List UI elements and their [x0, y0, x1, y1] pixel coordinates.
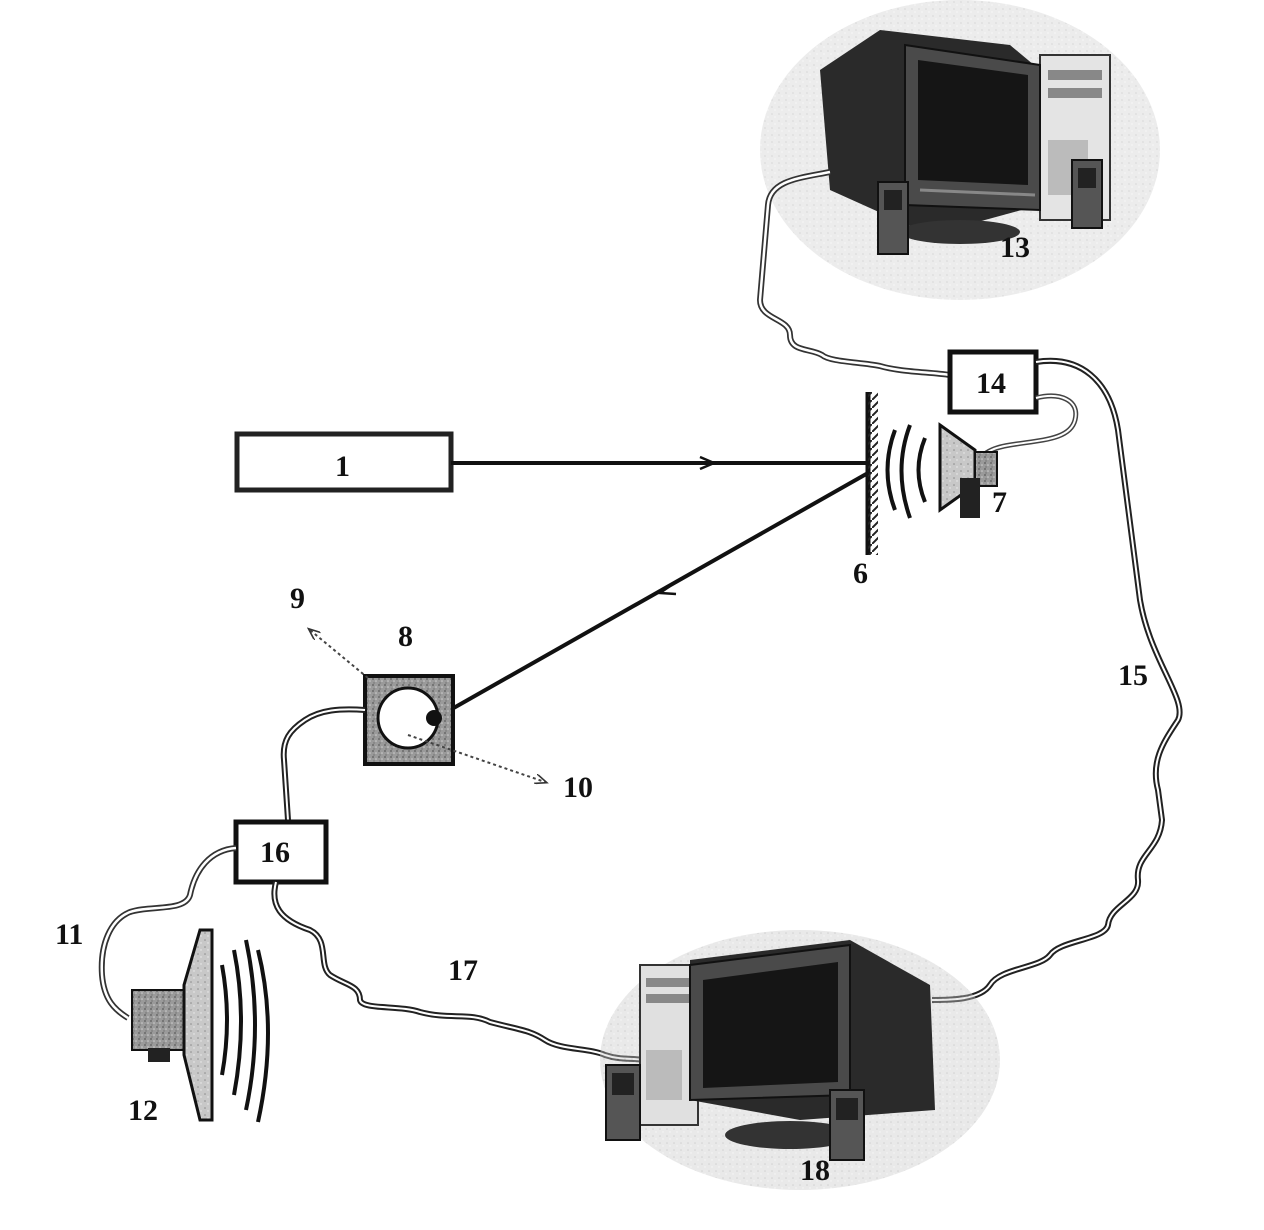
label-13: 13 [1000, 231, 1030, 264]
label-14: 14 [976, 367, 1006, 400]
reflected-beam [435, 471, 869, 720]
label-6: 6 [853, 557, 868, 590]
label-1: 1 [335, 450, 350, 483]
mirror-6 [865, 392, 878, 555]
arrow-10 [407, 734, 545, 782]
computer-top [760, 0, 1160, 300]
label-9: 9 [290, 582, 305, 615]
signal-box-14 [947, 349, 1039, 415]
sound-waves-bottom [220, 939, 270, 1123]
label-12: 12 [128, 1094, 158, 1127]
signal-box-16 [233, 819, 329, 885]
label-11: 11 [55, 918, 83, 951]
label-7: 7 [992, 486, 1007, 519]
label-10: 10 [563, 771, 593, 804]
label-15: 15 [1118, 659, 1148, 692]
label-8: 8 [398, 620, 413, 653]
beam-arrow-reflected [656, 582, 677, 596]
speaker-12 [131, 928, 214, 1122]
sound-waves-top [885, 424, 927, 519]
detector-8 [363, 674, 455, 766]
label-17: 17 [448, 954, 478, 987]
arrow-9 [310, 630, 369, 679]
computer-bottom [600, 930, 1000, 1190]
label-18: 18 [800, 1154, 830, 1187]
label-16: 16 [260, 836, 290, 869]
beam-arrow-forward [699, 455, 718, 471]
speaker-7 [938, 422, 998, 518]
